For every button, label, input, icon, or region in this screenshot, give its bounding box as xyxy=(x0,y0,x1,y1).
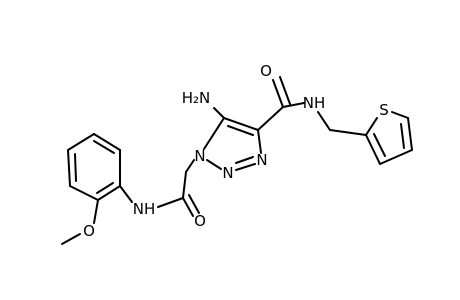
bond-n2-n1 xyxy=(206,159,222,170)
bond-c4-n3 xyxy=(257,129,262,154)
bond-n1-ch2 xyxy=(185,159,195,173)
bond-tc3-tc2 xyxy=(365,134,381,165)
bond-ch2-amideC xyxy=(182,171,187,199)
carboxamide-oxygen-label: O xyxy=(260,62,272,80)
bond-b5-b6 xyxy=(93,133,121,151)
bond-tc3-tc2-double xyxy=(373,133,386,157)
bond-b1-b2-double xyxy=(96,182,114,194)
atom-labels: H₂N O NH S N N N NH O O xyxy=(83,62,389,240)
bond-tc5-tc4-double xyxy=(400,123,405,149)
bond-c4-carbonyl xyxy=(257,106,284,131)
bond-amideC-o xyxy=(182,197,194,217)
carboxamide-nh-label: NH xyxy=(303,94,326,112)
bond-methoxyO-ch3 xyxy=(61,233,81,245)
bond-carbonyl-nh xyxy=(282,102,305,108)
bond-tc4-tc3 xyxy=(379,149,413,165)
bond-n3-n2-double xyxy=(235,156,254,164)
bond-amideC-nh xyxy=(157,197,184,208)
amino-group-label: H₂N xyxy=(182,89,211,107)
bond-nh-aryl xyxy=(119,185,133,203)
acetamide-nh-label: NH xyxy=(133,200,156,218)
bond-nh-ch2 xyxy=(317,111,331,131)
bond-n1-c5 xyxy=(203,117,225,150)
bond-b1-b2 xyxy=(97,185,121,201)
bond-b4-b5 xyxy=(67,133,95,151)
bond-c5-c4 xyxy=(223,117,259,131)
thiophene-ring xyxy=(365,111,413,165)
bond-n3-n2 xyxy=(235,163,256,171)
methoxy-oxygen-label: O xyxy=(83,222,95,240)
bond-tc5-tc4 xyxy=(407,117,413,151)
bond-ch2-thiophene xyxy=(329,129,367,136)
bond-b3-b4-double xyxy=(74,153,77,182)
bond-c5-c4-double xyxy=(227,125,254,136)
bond-c5-nh2 xyxy=(213,107,225,119)
bond-carbonyl-o xyxy=(272,79,284,108)
bond-tc2-s xyxy=(365,117,378,136)
bond-s-tc5 xyxy=(391,111,409,119)
bonds xyxy=(61,76,413,245)
bond-b5-b6-double xyxy=(93,140,115,154)
triazole-ring xyxy=(203,117,262,171)
triazole-n2-label: N xyxy=(222,164,233,182)
bond-carbonyl-o-double xyxy=(279,76,291,105)
triazole-n3-label: N xyxy=(256,151,267,169)
bond-amideC-o-double xyxy=(188,194,200,214)
thiophene-sulfur-label: S xyxy=(379,101,389,119)
bond-b3-b4 xyxy=(67,149,71,187)
benzene-ring xyxy=(67,133,121,201)
acetamide-oxygen-label: O xyxy=(194,212,206,230)
bond-b2-b3 xyxy=(69,185,99,201)
bond-aryl-methoxyO xyxy=(93,199,99,224)
triazole-n1-label: N xyxy=(194,147,205,165)
